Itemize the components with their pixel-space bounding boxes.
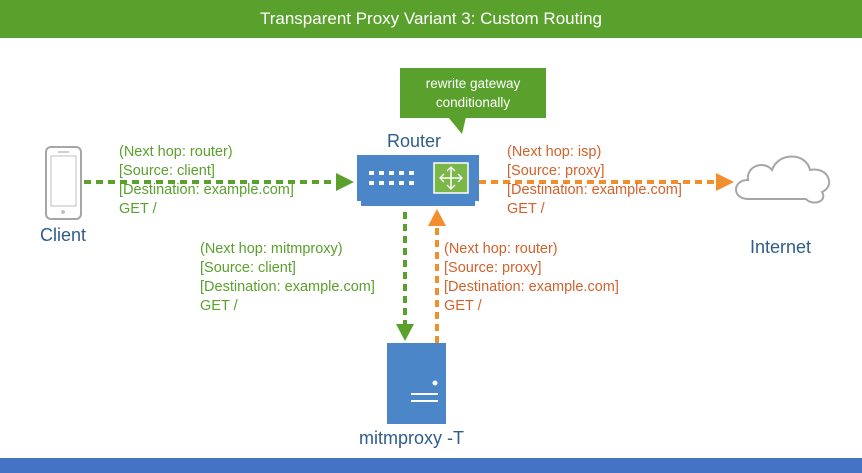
flow-line: (Next hop: router)	[119, 144, 233, 160]
callout-rewrite-gateway: rewrite gateway conditionally	[400, 68, 546, 118]
callout-line-2: conditionally	[435, 95, 511, 110]
flow-label-router-to-internet: (Next hop: isp) [Source: proxy] [Destina…	[507, 143, 682, 219]
server-icon	[387, 343, 446, 424]
flow-line: GET /	[507, 201, 545, 217]
flow-line: [Destination: example.com]	[507, 182, 682, 198]
flow-label-proxy-to-router: (Next hop: router) [Source: proxy] [Dest…	[444, 240, 619, 316]
flow-line: GET /	[200, 298, 238, 314]
flow-line: (Next hop: mitmproxy)	[200, 241, 343, 257]
diagram-title: Transparent Proxy Variant 3: Custom Rout…	[0, 0, 862, 38]
flow-line: [Destination: example.com]	[444, 279, 619, 295]
internet-label: Internet	[750, 237, 812, 257]
flow-line: [Source: client]	[200, 260, 296, 276]
cloud-icon	[735, 155, 831, 204]
arrow-router-to-proxy	[396, 212, 414, 341]
flow-line: [Source: proxy]	[444, 260, 542, 276]
flow-label-router-to-proxy: (Next hop: mitmproxy) [Source: client] […	[200, 240, 375, 316]
flow-label-client-to-router: (Next hop: router) [Source: client] [Des…	[119, 143, 294, 219]
flow-line: GET /	[119, 201, 157, 217]
flow-line: [Source: client]	[119, 163, 215, 179]
flow-line: [Source: proxy]	[507, 163, 605, 179]
client-label: Client	[40, 225, 87, 245]
flow-line: (Next hop: router)	[444, 241, 558, 257]
callout-pointer	[448, 117, 466, 134]
router-icon	[357, 155, 479, 206]
arrow-router-to-internet	[479, 173, 734, 191]
proxy-label: mitmproxy -T	[359, 428, 464, 448]
flow-line: (Next hop: isp)	[507, 144, 602, 160]
router-label: Router	[387, 131, 442, 151]
phone-icon	[45, 146, 82, 220]
arrow-proxy-to-router	[428, 209, 446, 343]
callout-line-1: rewrite gateway	[425, 76, 521, 91]
footer-bar	[0, 458, 862, 473]
flow-line: GET /	[444, 298, 482, 314]
arrow-client-to-router	[84, 173, 354, 191]
flow-line: [Destination: example.com]	[119, 182, 294, 198]
flow-line: [Destination: example.com]	[200, 279, 375, 295]
